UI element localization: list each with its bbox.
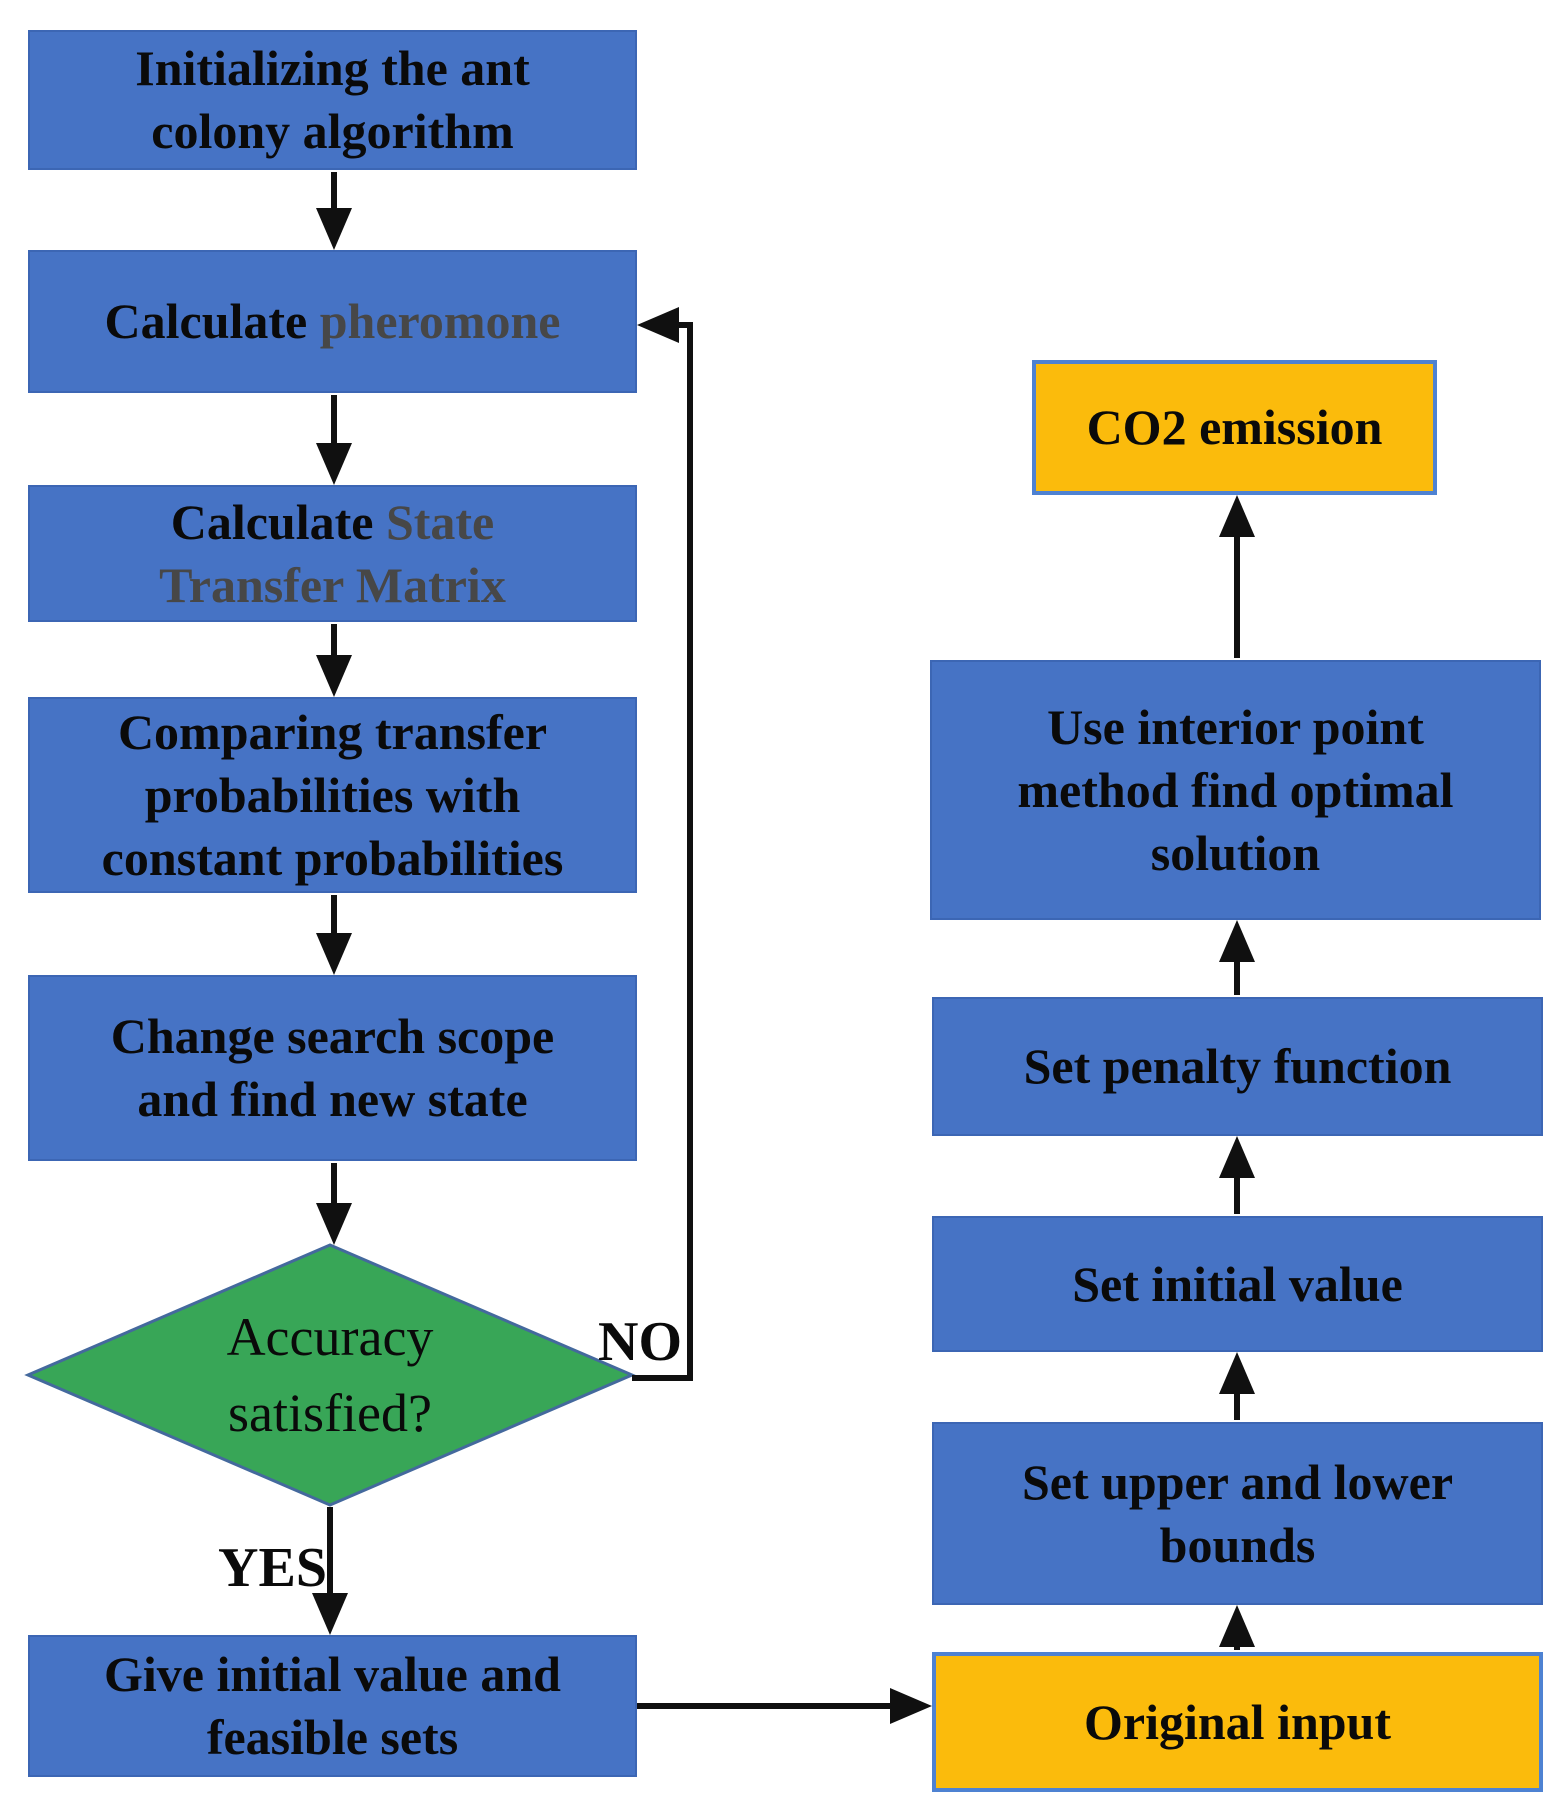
- step-label-line1: Calculate State: [171, 491, 495, 554]
- decision-diamond-shape: [24, 1243, 636, 1507]
- step-give-initial-value: Give initial value and feasible sets: [28, 1635, 637, 1777]
- step-label-gray: State: [385, 493, 495, 550]
- step-compare-probabilities: Comparing transfer probabilities with co…: [28, 697, 637, 893]
- step-set-initial-value: Set initial value: [932, 1216, 1543, 1352]
- arrow-no-feedback-loop: [632, 307, 693, 1381]
- step-co2-emission: CO2 emission: [1032, 360, 1437, 495]
- step-calculate-pheromone: Calculate pheromone: [28, 250, 637, 393]
- step-label-black: Calculate: [170, 493, 374, 550]
- step-interior-point-method: Use interior point method find optimal s…: [930, 660, 1541, 920]
- step-change-search-scope: Change search scope and find new state: [28, 975, 637, 1161]
- yes-label: YES: [218, 1537, 327, 1599]
- step-set-upper-lower-bounds: Set upper and lower bounds: [932, 1422, 1543, 1605]
- step-label-line2: Transfer Matrix: [159, 556, 506, 613]
- step-label-gray: pheromone: [319, 293, 561, 349]
- step-label-black: Calculate: [104, 293, 308, 349]
- step-label: Calculate pheromone: [105, 290, 561, 353]
- decision-accuracy-satisfied: Accuracy satisfied?: [226, 1307, 434, 1443]
- step-set-penalty-function: Set penalty function: [932, 997, 1543, 1136]
- no-label: NO: [598, 1311, 682, 1373]
- step-calculate-state-transfer-matrix: Calculate State Transfer Matrix: [28, 485, 637, 622]
- step-original-input: Original input: [932, 1652, 1543, 1792]
- step-initialize-ant-colony: Initializing the ant colony algorithm: [28, 30, 637, 170]
